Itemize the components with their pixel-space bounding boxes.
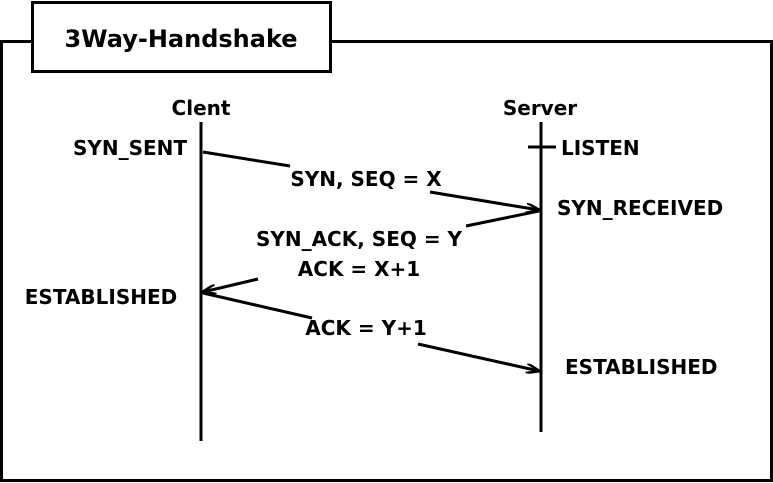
ack-arrow [417, 342, 539, 371]
syn-ack-arrow-start [465, 209, 540, 228]
ack-arrow-start [202, 291, 313, 320]
syn-ack-ack-label: ACK = X+1 [298, 257, 420, 281]
client-state-syn-sent: SYN_SENT [73, 136, 187, 160]
syn-ack-message-label: SYN_ACK, SEQ = Y [256, 227, 463, 251]
syn-arrow-start [202, 150, 291, 168]
diagram-frame [0, 40, 773, 482]
server-state-syn-received: SYN_RECEIVED [557, 196, 723, 220]
server-lifeline-label: Server [503, 96, 577, 120]
diagram-title: 3Way-Handshake [64, 25, 297, 53]
server-state-established: ESTABLISHED [565, 355, 717, 379]
server-state-listen: LISTEN [561, 136, 640, 160]
syn-message-label: SYN, SEQ = X [290, 167, 442, 191]
client-lifeline-label: Clent [172, 96, 231, 120]
title-box [31, 1, 332, 73]
syn-arrow [429, 190, 539, 210]
syn-ack-arrow [203, 277, 259, 292]
ack-message-label: ACK = Y+1 [305, 316, 427, 340]
client-state-established: ESTABLISHED [25, 285, 177, 309]
